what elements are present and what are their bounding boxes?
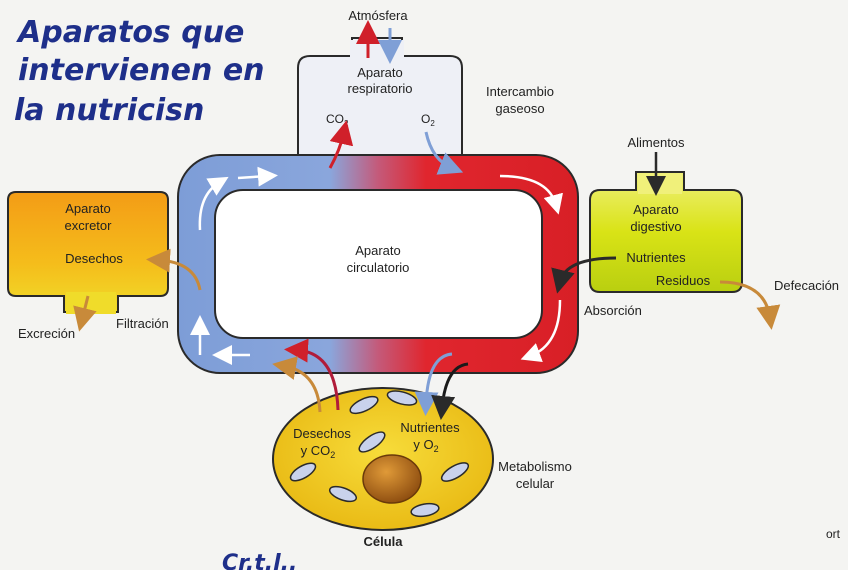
handwritten-title: Aparatos que intervienen en la nutricisn xyxy=(14,15,265,128)
absorption-label: Absorción xyxy=(584,303,642,318)
excretory-label-line2: excretor xyxy=(65,218,113,233)
flow-arrow-top-right xyxy=(499,174,563,215)
cell-organelles xyxy=(289,390,470,518)
organelle xyxy=(440,462,470,482)
cell-nucleus xyxy=(362,454,422,504)
circulatory-loop: Aparato circulatorio xyxy=(177,154,579,374)
respiratory-label-line2: respiratorio xyxy=(347,81,412,96)
excretion-label: Excreción xyxy=(18,326,75,341)
cell: Desechos y CO2 Nutrientes y O2 xyxy=(272,387,494,531)
filtration-arrow xyxy=(146,248,202,291)
cell-co2-out-arrow xyxy=(284,338,340,411)
circulatory-loop-inner xyxy=(214,189,543,339)
metabolism-label-line1: Metabolismo xyxy=(498,459,572,474)
nutrients-label: Nutrientes xyxy=(626,250,686,265)
excretory-box-opening xyxy=(66,292,116,314)
wastes-label: Desechos xyxy=(65,251,123,266)
cell-o2-in-arrow xyxy=(414,352,453,416)
excretory-system-box: Aparato excretor Desechos xyxy=(7,191,169,314)
organelle xyxy=(328,485,358,503)
cell-wastes-out-arrow xyxy=(272,356,322,413)
o2-to-blood-arrow xyxy=(424,131,464,175)
respiratory-label-line1: Aparato xyxy=(357,65,403,80)
excretory-box-shape xyxy=(7,191,169,313)
absorption-arrow xyxy=(551,256,617,294)
cell-label: Célula xyxy=(363,534,403,549)
organelle xyxy=(358,431,386,453)
cell-nutrients-line1: Nutrientes xyxy=(400,420,460,435)
metabolism-label-line2: celular xyxy=(516,476,555,491)
co2-to-lungs-arrow xyxy=(328,120,354,169)
handwritten-title-line3: la nutricisn xyxy=(14,93,204,128)
cell-nutrients-line2: y O2 xyxy=(413,437,438,454)
digestive-box-shape xyxy=(589,171,743,293)
digestive-label-line1: Aparato xyxy=(633,202,679,217)
gas-exchange-label-line2: gaseoso xyxy=(495,101,544,116)
digestive-box-opening xyxy=(638,174,682,194)
defecation-arrow xyxy=(719,280,781,330)
o2-label: O2 xyxy=(421,112,435,128)
organelle xyxy=(349,395,379,415)
filtration-label: Filtración xyxy=(116,316,169,331)
circulatory-label-line2: circulatorio xyxy=(347,260,410,275)
respiratory-box-opening xyxy=(350,40,404,60)
handwritten-title-line2: intervienen en xyxy=(18,53,265,88)
digestive-label-line2: digestivo xyxy=(630,219,681,234)
cell-wastes-line1: Desechos xyxy=(293,426,351,441)
circulatory-label-line1: Aparato xyxy=(355,243,401,258)
foods-label: Alimentos xyxy=(627,135,685,150)
organelle xyxy=(410,502,440,518)
respiratory-system-box: Aparato respiratorio CO2 O2 xyxy=(297,37,463,161)
cut-off-page-text: ort xyxy=(826,527,841,541)
handwritten-title-line1: Aparatos que xyxy=(16,15,244,50)
excretion-arrow xyxy=(73,295,97,332)
cell-wastes-line2: y CO2 xyxy=(301,443,336,460)
flow-arrow-top-left xyxy=(237,166,278,187)
handwritten-bottom-scrawl: Cr.t.l.. xyxy=(222,551,297,570)
gas-exchange-label-line1: Intercambio xyxy=(486,84,554,99)
residues-label: Residuos xyxy=(656,273,711,288)
excretory-label-line1: Aparato xyxy=(65,201,111,216)
flow-arrow-left-up xyxy=(198,176,229,231)
digestive-system-box: Aparato digestivo Nutrientes Residuos xyxy=(589,171,743,293)
defecation-label: Defecación xyxy=(774,278,839,293)
flow-arrow-right-down xyxy=(520,299,562,362)
organelle xyxy=(289,462,317,482)
atmosphere-label: Atmósfera xyxy=(348,8,408,23)
cell-nutrients-in-arrow xyxy=(431,362,469,420)
